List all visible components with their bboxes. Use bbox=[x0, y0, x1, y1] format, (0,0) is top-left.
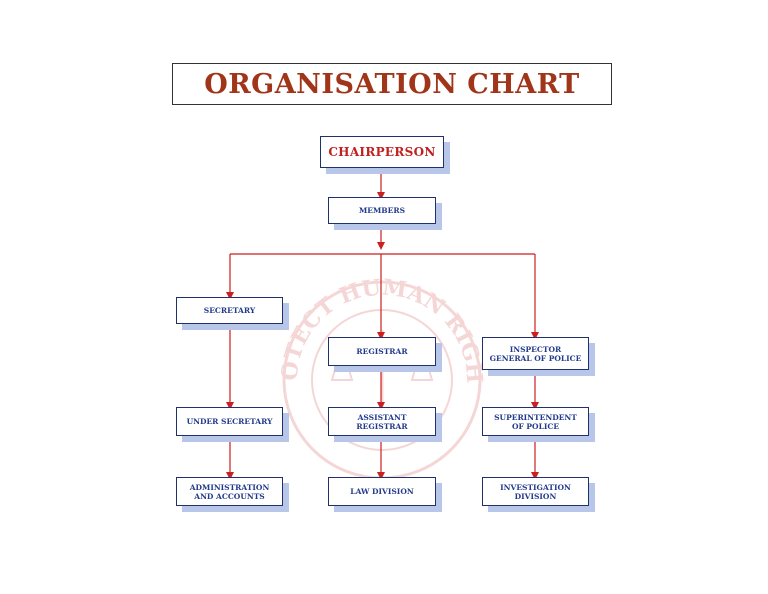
node-chairperson: CHAIRPERSON bbox=[320, 136, 444, 168]
node-investigation-division: INVESTIGATION DIVISION bbox=[482, 477, 589, 506]
node-assistant-registrar: ASSISTANT REGISTRAR bbox=[328, 407, 436, 436]
chart-title-box: ORGANISATION CHART bbox=[172, 63, 612, 105]
node-secretary: SECRETARY bbox=[176, 297, 283, 324]
node-members: MEMBERS bbox=[328, 197, 436, 224]
node-administration-and-accounts: ADMINISTRATION AND ACCOUNTS bbox=[176, 477, 283, 506]
node-law-division: LAW DIVISION bbox=[328, 477, 436, 506]
node-registrar: REGISTRAR bbox=[328, 337, 436, 366]
node-inspector-general-of-police: INSPECTOR GENERAL OF POLICE bbox=[482, 337, 589, 370]
chart-title: ORGANISATION CHART bbox=[204, 68, 580, 100]
node-under-secretary: UNDER SECRETARY bbox=[176, 407, 283, 436]
node-superintendent-of-police: SUPERINTENDENT OF POLICE bbox=[482, 407, 589, 436]
